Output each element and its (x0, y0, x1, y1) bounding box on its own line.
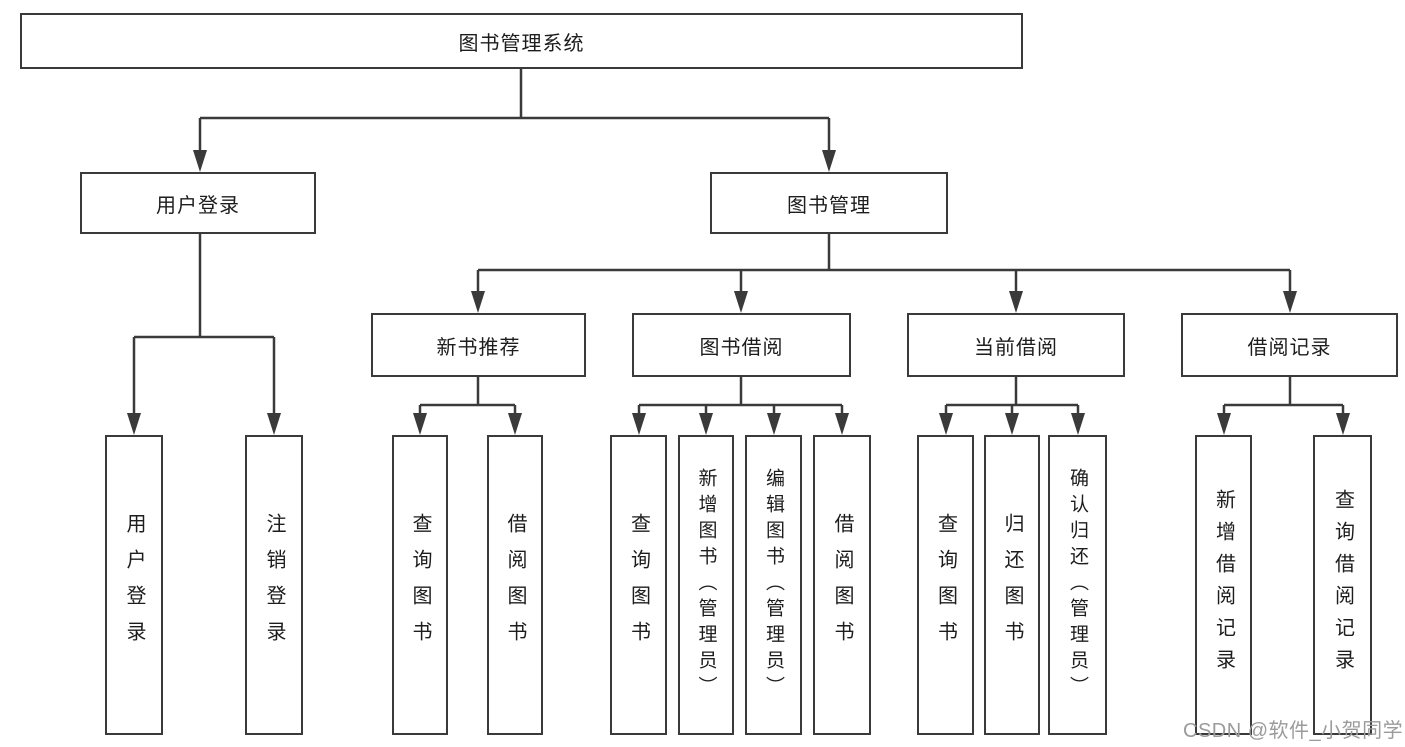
leaf-confirm-return-admin: 确认归还（管理员） (1048, 435, 1107, 735)
leaf-query-book-2-label: 查询图书 (627, 513, 650, 657)
node-root-system: 图书管理系统 (20, 13, 1023, 69)
csdn-watermark: CSDN @软件_小贺同学 (1183, 720, 1404, 742)
connector-new-book-rec-children (418, 377, 517, 415)
connector-current-borrow-children (944, 377, 1080, 415)
leaf-query-book-3-label: 查询图书 (934, 513, 957, 657)
node-user-login: 用户登录 (80, 172, 316, 234)
node-user-login-label: 用户登录 (156, 194, 240, 217)
connector-user-login-children (132, 234, 276, 415)
connector-root-to-level2 (198, 69, 831, 154)
leaf-query-book-1-label: 查询图书 (409, 513, 431, 657)
leaf-query-book-under-current: 查询图书 (917, 435, 974, 735)
node-new-book-recommend-label: 新书推荐 (436, 336, 521, 359)
leaf-logout: 注销登录 (245, 435, 303, 735)
leaf-edit-book-admin: 编辑图书（管理员） (745, 435, 802, 735)
node-book-management-label: 图书管理 (787, 194, 871, 217)
leaf-query-book-under-recommend: 查询图书 (392, 435, 448, 735)
leaf-borrow-book-under-recommend: 借阅图书 (487, 435, 543, 735)
leaf-return-book-label: 归还图书 (1001, 513, 1023, 657)
node-book-management: 图书管理 (710, 172, 948, 234)
leaf-query-borrow-record: 查询借阅记录 (1313, 435, 1372, 735)
leaf-user-login: 用户登录 (105, 435, 163, 735)
leaf-borrow-book-under-borrowing: 借阅图书 (813, 435, 871, 735)
node-borrow-records: 借阅记录 (1181, 313, 1398, 377)
node-book-borrowing-label: 图书借阅 (699, 336, 784, 359)
leaf-user-login-label: 用户登录 (123, 513, 145, 657)
node-root-label: 图书管理系统 (458, 32, 585, 55)
leaf-borrow-book-1-label: 借阅图书 (504, 513, 526, 657)
leaf-borrow-book-2-label: 借阅图书 (831, 513, 853, 657)
arrowheads (127, 150, 1350, 435)
node-new-book-recommend: 新书推荐 (371, 313, 586, 377)
leaf-return-book: 归还图书 (984, 435, 1040, 735)
node-current-borrowing: 当前借阅 (907, 313, 1125, 377)
leaf-add-book-admin: 新增图书（管理员） (678, 435, 734, 735)
connector-book-borrow-children (637, 377, 844, 415)
connector-book-mgmt-children (476, 234, 1292, 293)
connector-borrow-records-children (1222, 377, 1345, 415)
node-borrow-records-label: 借阅记录 (1247, 336, 1332, 359)
leaf-confirm-return-label: 确认归还（管理员） (1067, 468, 1088, 702)
leaf-edit-book-label: 编辑图书（管理员） (763, 468, 784, 702)
leaf-query-record-label: 查询借阅记录 (1331, 489, 1354, 681)
node-book-borrowing: 图书借阅 (632, 313, 851, 377)
leaf-add-borrow-record: 新增借阅记录 (1195, 435, 1252, 735)
leaf-add-record-label: 新增借阅记录 (1212, 489, 1235, 681)
leaf-add-book-label: 新增图书（管理员） (695, 468, 717, 702)
leaf-logout-label: 注销登录 (263, 513, 285, 657)
leaf-query-book-under-borrowing: 查询图书 (610, 435, 667, 735)
node-current-borrowing-label: 当前借阅 (974, 336, 1058, 359)
